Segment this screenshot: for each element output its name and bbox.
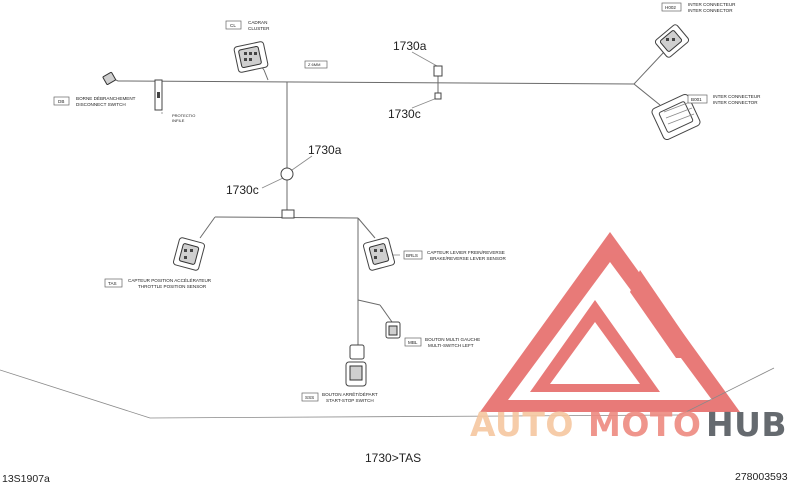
callout-1730a-mid: 1730a xyxy=(308,143,342,157)
code-box-tas xyxy=(104,278,123,288)
desc-brls-2: BRAKE/REVERSE LEVER SENSOR xyxy=(430,256,507,261)
code-cl: CL xyxy=(230,23,236,28)
wire-tag-box xyxy=(304,60,328,69)
connector-splice-top xyxy=(433,65,443,100)
desc-tas-1: CAPTEUR POSITION ACCÉLÉRATEUR xyxy=(128,277,212,283)
desc-brls-1: CAPTEUR LEVIER FREIN/REVERSE xyxy=(427,250,505,255)
code-box-sss xyxy=(301,392,319,402)
code-box-cl xyxy=(225,20,242,30)
connector-cl xyxy=(233,41,269,73)
callout-1730c-top: 1730c xyxy=(388,107,421,121)
watermark-part-2: MOTO xyxy=(588,405,701,444)
branch-tag-2: INFILE xyxy=(172,118,185,123)
desc-db-1: BORNE DÉBRANCHEMENT xyxy=(76,95,136,101)
connector-b001 xyxy=(651,93,701,141)
callout-bottom-ref: 1730>TAS xyxy=(365,451,421,465)
desc-h002-2: INTER CONNECTOR xyxy=(688,8,733,13)
callout-1730a-top: 1730a xyxy=(393,39,427,53)
code-mbl: MBL xyxy=(408,340,418,345)
code-box-b001 xyxy=(687,94,708,104)
code-db: DB xyxy=(58,99,64,104)
desc-tas-2: THROTTLE POSITION SENSOR xyxy=(138,284,207,289)
desc-b001-1: INTER CONNECTEUR xyxy=(713,94,761,99)
code-brls: BRLS xyxy=(406,253,418,258)
splice-mid xyxy=(280,167,295,219)
code-b001: B001 xyxy=(691,97,702,102)
connector-h002 xyxy=(654,24,690,58)
desc-cl-2: CLUSTER xyxy=(248,26,270,31)
branch-tag-1: PROTECTIO xyxy=(172,113,195,118)
desc-db-2: DISCONNECT SWITCH xyxy=(76,102,126,107)
code-box-h002 xyxy=(661,2,682,12)
code-h002: H002 xyxy=(665,5,676,10)
connector-branch-block xyxy=(154,79,163,111)
code-box-mbl xyxy=(404,337,422,347)
connector-brls xyxy=(362,237,396,271)
callout-1730c-mid: 1730c xyxy=(226,183,259,197)
desc-sss-1: BOUTON ARRÊT/DÉPART xyxy=(322,390,378,397)
wire-tag: Z 6MM xyxy=(308,62,320,67)
desc-h002-1: INTER CONNECTEUR xyxy=(688,2,736,7)
watermark-logo xyxy=(480,232,740,412)
code-box-db xyxy=(53,96,70,106)
connector-db xyxy=(102,71,116,85)
footer-right-code: 278003593 xyxy=(735,471,788,483)
connector-mbl xyxy=(385,321,401,339)
code-box-brls xyxy=(403,250,423,260)
desc-mbl-1: BOUTON MULTI GAUCHE xyxy=(425,337,480,342)
watermark-part-1: AUTO xyxy=(470,405,574,444)
desc-b001-2: INTER CONNECTOR xyxy=(713,100,758,105)
watermark-wordmark: AUTO MOTO HUB xyxy=(470,405,787,444)
code-sss: SSS xyxy=(305,395,314,400)
desc-mbl-2: MULTI-SWITCH LEFT xyxy=(428,343,474,348)
watermark-part-3: HUB xyxy=(706,405,787,444)
desc-sss-2: START-STOP SWITCH xyxy=(326,398,374,403)
footer-left-code: 13S1907a xyxy=(2,473,50,485)
desc-cl-1: CADRAN xyxy=(248,20,267,25)
code-tas: TAS xyxy=(108,281,117,286)
connector-sss xyxy=(345,344,367,387)
connector-tas xyxy=(172,237,206,271)
